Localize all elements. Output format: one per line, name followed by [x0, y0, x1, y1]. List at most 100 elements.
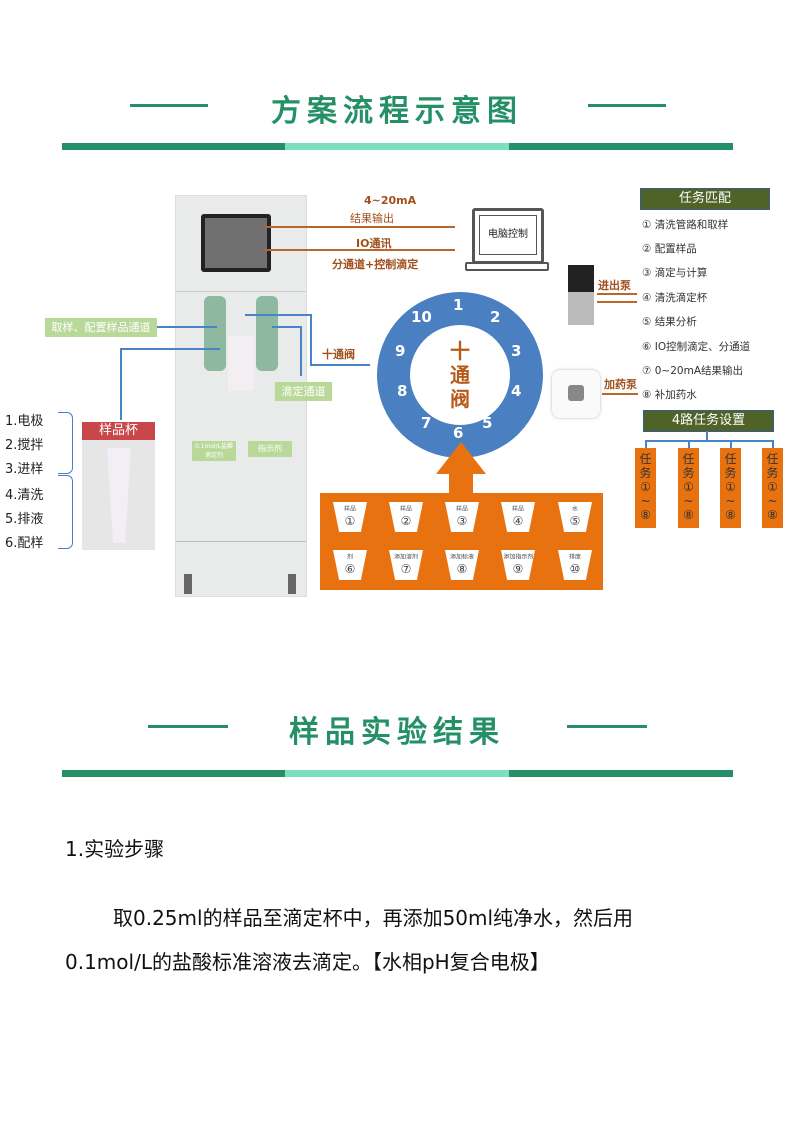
cup-step: 6.配样 [5, 536, 44, 551]
task-item: ⑥ IO控制滴定、分通道 [642, 341, 751, 353]
cup-label: 排废 [569, 553, 581, 561]
cup-number: ⑤ [569, 514, 581, 528]
task-box-label: 任务①~⑧ [766, 452, 779, 522]
cup-number: ⑨ [512, 562, 524, 576]
valve-port-5: 5 [482, 414, 493, 432]
sample-channel-label: 取样、配置样品通道 [45, 318, 157, 337]
task-box-4: 任务①~⑧ [762, 440, 783, 528]
cup-step: 1.电极 [5, 414, 44, 429]
valve-port-10: 10 [411, 308, 432, 326]
reagent-label-1: 0.1mol/L盐酸滴定剂 [192, 441, 236, 461]
task-item: ⑤ 结果分析 [642, 316, 697, 328]
inout-pump-image [568, 265, 594, 325]
task-item: ⑦ 0~20mA结果输出 [642, 365, 744, 377]
section-divider-bar [62, 143, 733, 150]
sample-cup-image [82, 440, 155, 550]
cup-step: 3.进样 [5, 462, 44, 477]
titrator-machine-image: 0.1mol/L盐酸滴定剂 指示剂 [175, 195, 307, 597]
cup-label: 添加溶剂 [394, 553, 418, 561]
ten-way-valve-ring: 十通阀 1 2 3 4 5 6 7 8 9 10 [377, 292, 543, 458]
touch-screen [201, 214, 271, 272]
cup-number: ⑧ [456, 562, 468, 576]
cup-number: ① [344, 514, 356, 528]
signal-output-label: 4~20mA [364, 194, 417, 207]
syringe-left [204, 296, 226, 371]
cup-label: 样品 [456, 505, 468, 513]
flow-diagram: 0.1mol/L盐酸滴定剂 指示剂 4~20mA 结果输出 IO通讯 分通道+控… [0, 180, 794, 600]
title-decor-line-left [148, 725, 228, 728]
title-decor-line-right [567, 725, 647, 728]
computer-control-label: 电脑控制 [479, 215, 537, 255]
task-box-3: 任务①~⑧ [720, 440, 741, 528]
cup-number: ② [400, 514, 412, 528]
experiment-paragraph-line1: 取0.25ml的样品至滴定杯中，再添加50ml纯净水，然后用 [113, 906, 634, 930]
bracket [58, 475, 73, 549]
task-box-2: 任务①~⑧ [678, 440, 699, 528]
title-decor-line-right [588, 104, 666, 107]
cup-step: 4.清洗 [5, 488, 44, 503]
titration-cup [228, 336, 254, 391]
arrow-left [265, 249, 455, 251]
valve-port-6: 6 [453, 424, 464, 442]
arrow-right [265, 226, 455, 228]
titration-channel-label: 滴定通道 [275, 382, 332, 401]
task-box-1: 任务①~⑧ [635, 440, 656, 528]
task-box-label: 任务①~⑧ [724, 452, 737, 522]
inout-pump-label: 进出泵 [598, 279, 631, 292]
section-title-flow: 方案流程示意图 [271, 94, 523, 129]
cup-number: ⑦ [400, 562, 412, 576]
cup-number: ⑩ [569, 562, 581, 576]
ten-valve-label: 十通阀 [322, 348, 355, 361]
cup-label: 水 [572, 505, 578, 513]
task-item: ② 配置样品 [642, 243, 697, 255]
valve-port-1: 1 [453, 296, 464, 314]
cup-label: 样品 [344, 505, 356, 513]
cup-step: 5.排液 [5, 512, 44, 527]
dosing-pump-image [552, 370, 600, 418]
task-item: ④ 清洗滴定杯 [642, 292, 708, 304]
valve-port-8: 8 [397, 382, 408, 400]
experiment-heading: 1.实验步骤 [65, 837, 165, 861]
valve-port-4: 4 [511, 382, 522, 400]
task-item: ⑧ 补加药水 [642, 389, 697, 401]
experiment-paragraph-line2: 0.1mol/L的盐酸标准溶液去滴定。【水相pH复合电极】 [65, 950, 550, 974]
valve-center-label: 十通阀 [410, 325, 510, 425]
dosing-pump-label: 加药泵 [604, 378, 637, 391]
reagent-label-2: 指示剂 [248, 441, 292, 457]
title-decor-line-left [130, 104, 208, 107]
task-box-label: 任务①~⑧ [639, 452, 652, 522]
valve-port-7: 7 [421, 414, 432, 432]
cup-label: 样品 [400, 505, 412, 513]
section-divider-bar [62, 770, 733, 777]
io-sublabel: 分通道+控制滴定 [332, 258, 419, 271]
cup-label: 剂 [347, 553, 353, 561]
cup-label: 样品 [512, 505, 524, 513]
bracket [58, 412, 73, 474]
laptop-base [465, 262, 549, 271]
task-item: ① 清洗管路和取样 [642, 219, 729, 231]
section-title-results: 样品实验结果 [289, 715, 505, 750]
cup-number: ④ [512, 514, 524, 528]
task-item: ③ 滴定与计算 [642, 267, 708, 279]
valve-port-3: 3 [511, 342, 522, 360]
io-label: IO通讯 [356, 237, 392, 250]
task-setting-title: 4路任务设置 [643, 410, 774, 432]
cup-step: 2.搅拌 [5, 438, 44, 453]
task-match-title: 任务匹配 [640, 188, 770, 210]
syringe-right [256, 296, 278, 371]
cup-number: ③ [456, 514, 468, 528]
laptop-icon: 电脑控制 [472, 208, 544, 264]
task-box-label: 任务①~⑧ [682, 452, 695, 522]
sample-cup-title: 样品杯 [82, 422, 155, 440]
cup-label: 添加指示剂 [503, 553, 534, 561]
